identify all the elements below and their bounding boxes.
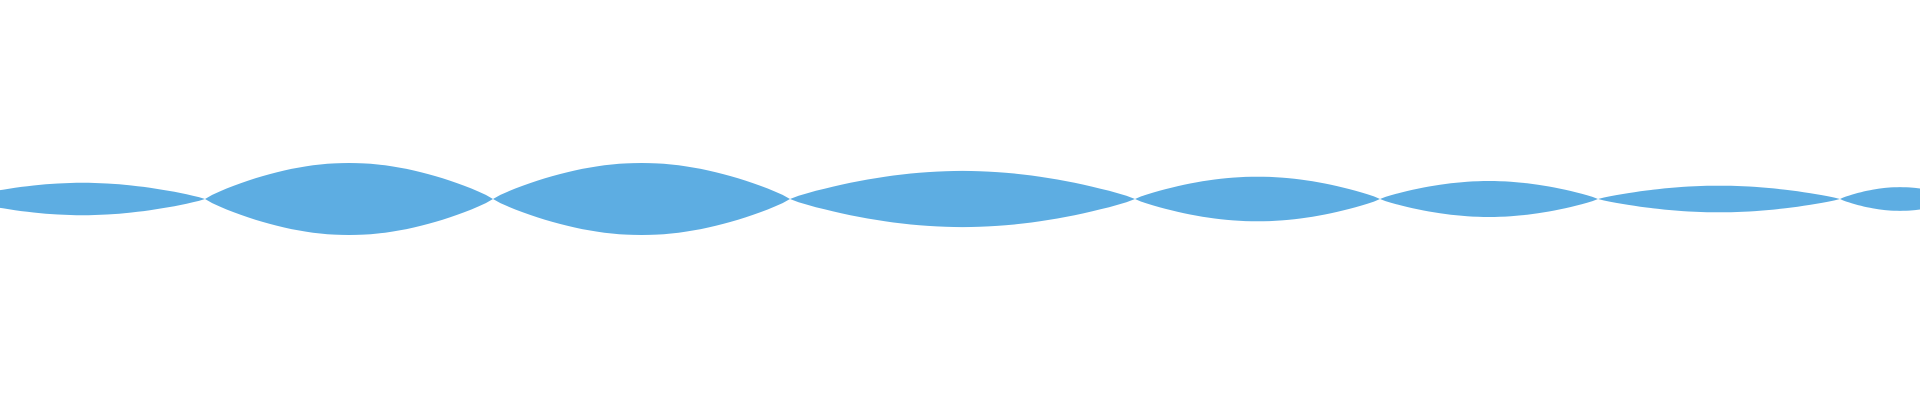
waveform-shape bbox=[0, 163, 1920, 235]
